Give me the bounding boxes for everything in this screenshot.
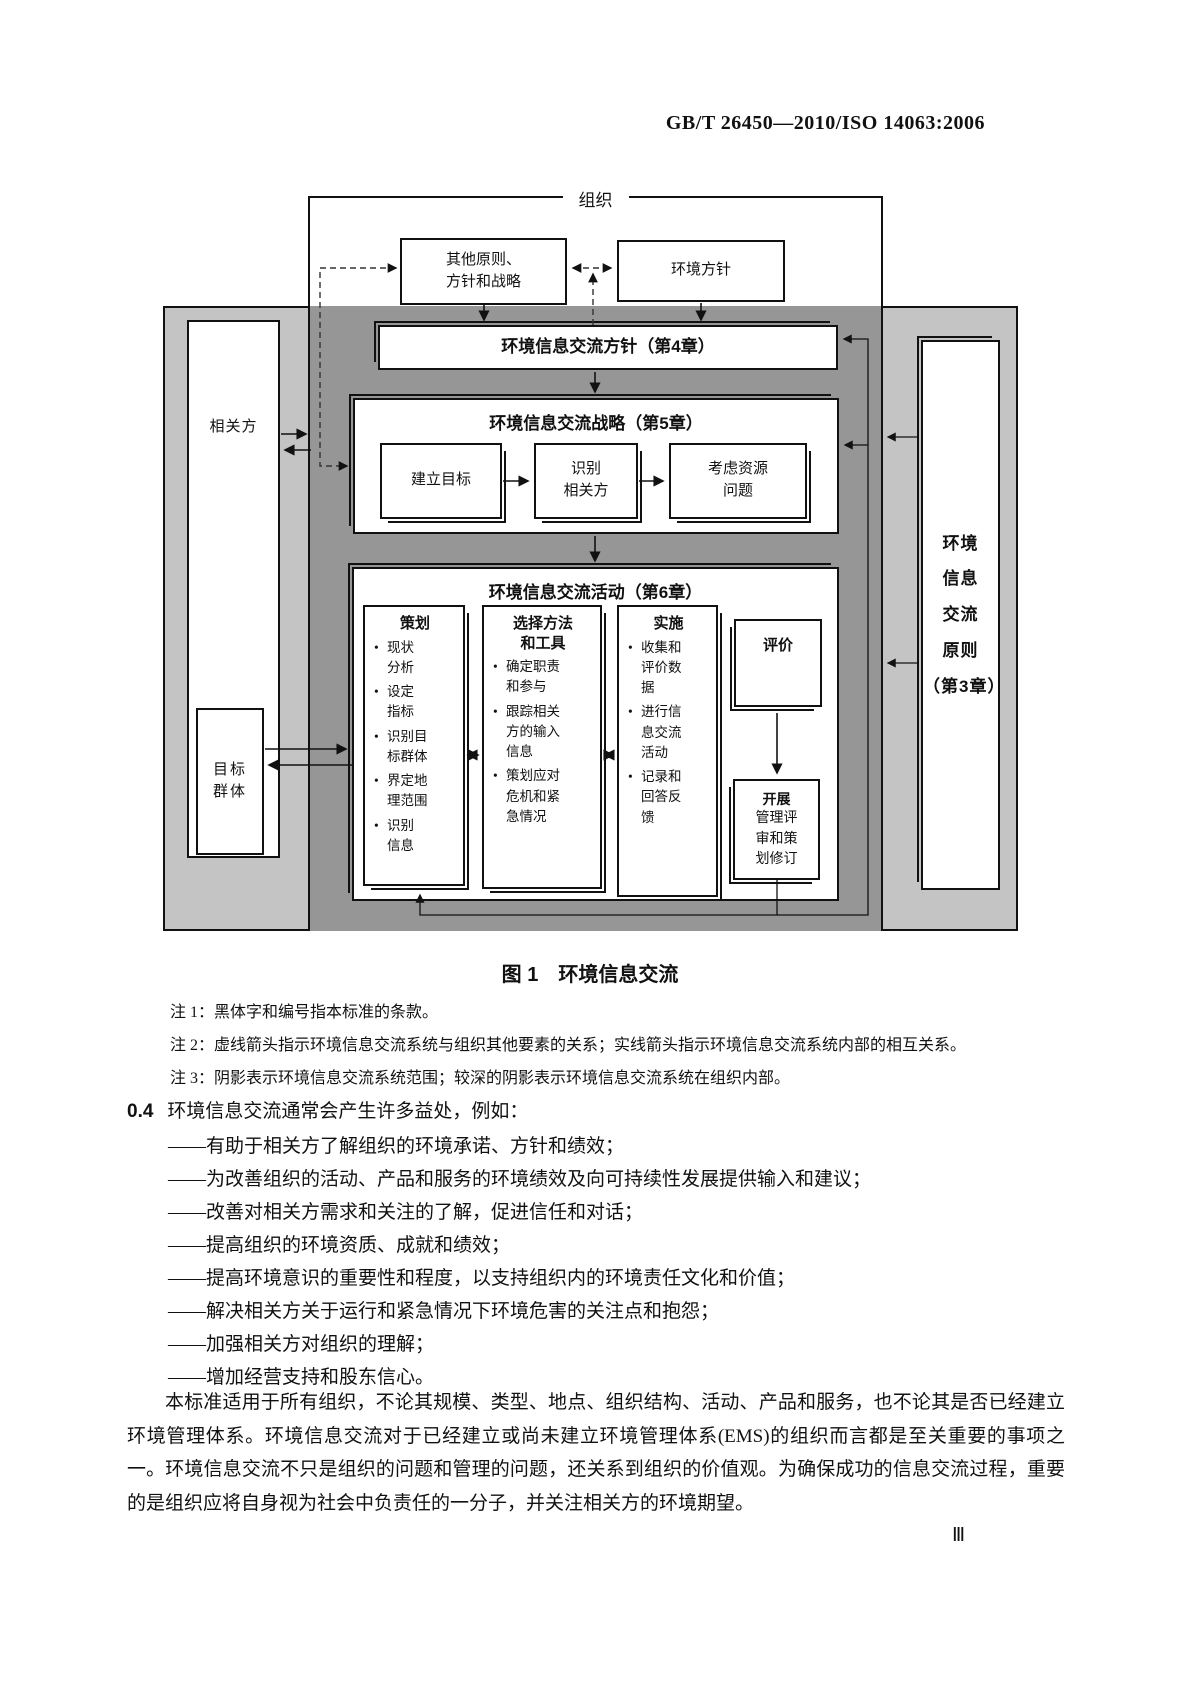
benefit-item: ——为改善组织的活动、产品和服务的环境绩效及向可持续性发展提供输入和建议； (168, 1169, 872, 1190)
consider-resources-box: 考虑资源 问题 (669, 443, 811, 523)
organization-box: 组织 (308, 186, 883, 306)
page-number: Ⅲ (952, 1525, 966, 1546)
strategy-title: 环境信息交流战略（第5章） (489, 414, 703, 433)
implementation-item: 收集和 评价数 据 (626, 638, 711, 699)
evaluation-box: 评价 (730, 619, 822, 711)
communication-policy-box: 环境信息交流方针（第4章） (374, 321, 838, 370)
planning-item: 设定 指标 (372, 682, 458, 723)
implementation-box: 实施 收集和 评价数 据 进行信 息交流 活动 记录和 回答反 馈 (617, 605, 722, 901)
principles-box: 环境 信息 交流 原则 （第3章） (917, 336, 1004, 890)
standard-code: GB/T 26450—2010/ISO 14063:2006 (665, 112, 985, 134)
planning-item: 界定地 理范围 (372, 771, 458, 812)
note-1: 注 1：黑体字和编号指本标准的条款。 (170, 1004, 439, 1021)
target-groups-box: 目标 群体 (196, 708, 264, 855)
planning-item: 现状 分析 (372, 638, 458, 679)
planning-item: 识别目 标群体 (372, 727, 458, 768)
methods-item: 确定职责 和参与 (491, 657, 595, 698)
methods-item: 跟踪相关 方的输入 信息 (491, 702, 595, 763)
benefit-item: ——解决相关方关于运行和紧急情况下环境危害的关注点和抱怨； (168, 1301, 720, 1322)
figure-caption: 图 1 环境信息交流 (501, 964, 679, 986)
review-bold: 开展 (762, 790, 791, 807)
methods-tools-box: 选择方法 和工具 确定职责 和参与 跟踪相关 方的输入 信息 策划应对 危机和紧… (482, 605, 606, 893)
identify-parties-box: 识别 相关方 (534, 443, 642, 523)
benefit-item: ——改善对相关方需求和关注的了解，促进信任和对话； (168, 1202, 644, 1223)
benefit-item: ——加强相关方对组织的理解； (168, 1334, 435, 1355)
review-rest: 管理评 审和策 划修订 (755, 811, 798, 867)
organization-label: 组织 (562, 186, 629, 211)
section-heading: 0.4 环境信息交流通常会产生许多益处，例如： (127, 1096, 528, 1123)
environmental-policy-box: 环境方针 (617, 240, 785, 302)
activities-title: 环境信息交流活动（第6章） (488, 583, 703, 602)
implementation-item: 记录和 回答反 馈 (626, 767, 711, 828)
section-number: 0.4 (127, 1101, 154, 1122)
planning-item: 识别 信息 (372, 816, 458, 857)
establish-goals-box: 建立目标 (380, 443, 506, 523)
other-principles-box: 其他原则、 方针和战略 (400, 238, 567, 305)
implementation-item: 进行信 息交流 活动 (626, 702, 711, 763)
planning-box: 策划 现状 分析 设定 指标 识别目 标群体 界定地 理范围 识别 信息 (363, 605, 469, 890)
note-3: 注 3：阴影表示环境信息交流系统范围；较深的阴影表示环境信息交流系统在组织内部。 (170, 1070, 791, 1087)
note-2: 注 2：虚线箭头指示环境信息交流系统与组织其他要素的关系；实线箭头指示环境信息交… (170, 1037, 967, 1054)
closing-paragraph: 本标准适用于所有组织，不论其规模、类型、地点、组织结构、活动、产品和服务，也不论… (127, 1392, 1065, 1514)
section-heading-text: 环境信息交流通常会产生许多益处，例如： (167, 1101, 529, 1122)
management-review-box: 开展 管理评 审和策 划修订 (729, 779, 820, 884)
benefit-item: ——提高组织的环境资质、成就和绩效； (168, 1235, 511, 1256)
methods-item: 策划应对 危机和紧 急情况 (491, 766, 595, 827)
benefit-item: ——增加经营支持和股东信心。 (168, 1367, 435, 1388)
benefit-item: ——提高环境意识的重要性和程度，以支持组织内的环境责任文化和价值； (168, 1268, 796, 1289)
benefit-item: ——有助于相关方了解组织的环境承诺、方针和绩效； (168, 1136, 625, 1157)
